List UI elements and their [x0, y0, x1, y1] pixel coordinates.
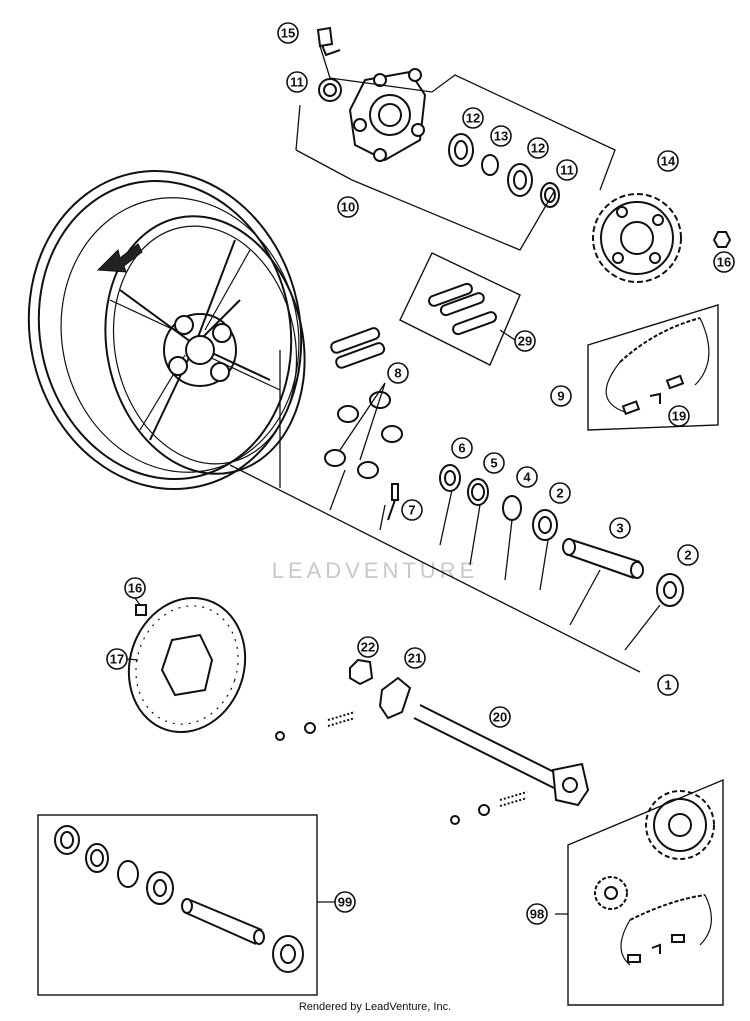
callout-22: 22 — [357, 636, 379, 658]
svg-text:12: 12 — [466, 111, 480, 126]
callout-20: 20 — [489, 706, 511, 728]
callout-12-b: 12 — [527, 137, 549, 159]
spacers — [324, 382, 403, 479]
svg-text:20: 20 — [493, 710, 507, 725]
callout-2-a: 2 — [549, 482, 571, 504]
callout-16-disc: 16 — [124, 577, 146, 599]
svg-text:11: 11 — [560, 163, 574, 178]
callout-99: 99 — [334, 891, 356, 913]
svg-text:6: 6 — [458, 441, 465, 456]
svg-text:17: 17 — [110, 652, 124, 667]
callout-4: 4 — [516, 466, 538, 488]
callout-9: 9 — [550, 385, 572, 407]
callout-10: 10 — [337, 196, 359, 218]
callout-98: 98 — [526, 903, 548, 925]
svg-text:4: 4 — [523, 470, 531, 485]
svg-text:7: 7 — [408, 503, 415, 518]
svg-text:2: 2 — [684, 548, 691, 563]
svg-text:12: 12 — [531, 141, 545, 156]
callout-2-b: 2 — [677, 544, 699, 566]
footer-credit: Rendered by LeadVenture, Inc. — [298, 1001, 452, 1013]
callout-12-a: 12 — [462, 107, 484, 129]
svg-text:2: 2 — [556, 486, 563, 501]
callout-11-top: 11 — [286, 71, 308, 93]
callout-13: 13 — [490, 125, 512, 147]
watermark-text: LEADVENTURE — [272, 558, 479, 583]
callout-7: 7 — [401, 499, 423, 521]
chain-link-kit — [399, 252, 521, 366]
axle — [275, 658, 590, 825]
svg-text:16: 16 — [717, 255, 731, 270]
callout-1: 1 — [657, 674, 679, 696]
svg-text:9: 9 — [557, 389, 564, 404]
callout-21: 21 — [404, 647, 426, 669]
rear-wheel — [27, 169, 306, 491]
svg-text:5: 5 — [490, 456, 497, 471]
bearing-kit — [37, 814, 318, 996]
chain-sprocket-kit — [567, 778, 724, 1006]
svg-text:29: 29 — [518, 334, 532, 349]
callout-3: 3 — [609, 517, 631, 539]
top-group — [295, 26, 732, 283]
svg-text:22: 22 — [361, 640, 375, 655]
svg-text:11: 11 — [290, 75, 304, 90]
callout-16-top: 16 — [713, 251, 735, 273]
callout-5: 5 — [483, 452, 505, 474]
svg-text:99: 99 — [338, 895, 352, 910]
callout-14: 14 — [657, 150, 679, 172]
svg-text:8: 8 — [394, 366, 401, 381]
hub-parts — [439, 464, 684, 607]
callout-6: 6 — [451, 437, 473, 459]
svg-text:16: 16 — [128, 581, 142, 596]
svg-text:19: 19 — [672, 409, 686, 424]
callout-8: 8 — [387, 362, 409, 384]
svg-text:98: 98 — [530, 907, 544, 922]
svg-text:15: 15 — [281, 26, 295, 41]
brake-disc — [127, 596, 247, 734]
chain-kit — [587, 304, 719, 431]
svg-text:10: 10 — [341, 200, 355, 215]
svg-text:13: 13 — [494, 129, 508, 144]
svg-text:1: 1 — [664, 678, 671, 693]
svg-text:21: 21 — [408, 651, 422, 666]
svg-text:14: 14 — [661, 154, 676, 169]
callout-29: 29 — [514, 330, 536, 352]
svg-text:3: 3 — [616, 521, 623, 536]
callout-15: 15 — [277, 22, 299, 44]
callout-19: 19 — [668, 405, 690, 427]
callout-11-right: 11 — [556, 159, 578, 181]
callout-17: 17 — [106, 648, 128, 670]
